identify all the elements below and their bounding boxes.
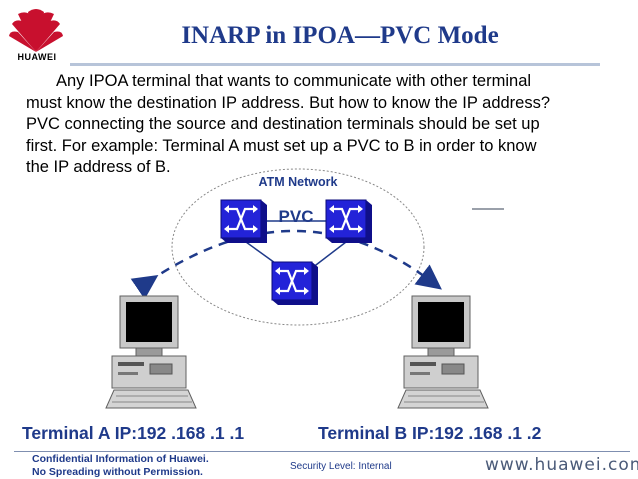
body-line-2: must know the destination IP address. Bu…: [26, 93, 551, 112]
footer-confidential-line-1: Confidential Information of Huawei.: [32, 453, 209, 465]
body-line-4: first. For example: Terminal A must set …: [26, 136, 537, 155]
slide-body: Any IPOA terminal that wants to communic…: [26, 71, 622, 179]
body-line-1: Any IPOA terminal that wants to communic…: [56, 72, 532, 90]
huawei-logo: [9, 9, 63, 52]
body-line-3: PVC connecting the source and destinatio…: [26, 115, 540, 133]
footer-security-level: Security Level: Internal: [290, 461, 392, 472]
terminal-a-computer: [105, 295, 197, 409]
atm-network-cloud: [171, 168, 425, 326]
footer-confidential-line-2: No Spreading without Permission.: [32, 466, 203, 478]
atm-switch-2: [324, 198, 374, 245]
body-line-5: the IP address of B.: [26, 158, 171, 176]
footer-divider: [14, 451, 630, 452]
terminal-b-label: Terminal B IP:192 .168 .1 .2: [318, 423, 542, 443]
atm-switch-1: [219, 198, 269, 245]
atm-network-label: ATM Network: [259, 175, 338, 189]
footer-confidential: Confidential Information of Huawei. No S…: [32, 453, 209, 479]
title-underline: [70, 63, 600, 66]
terminal-b-computer: [397, 295, 489, 409]
terminal-a-label: Terminal A IP:192 .168 .1 .1: [22, 423, 245, 443]
link-switch2-switch3: [311, 241, 347, 269]
logo-wordmark: HUAWEI: [17, 52, 57, 62]
pvc-dashed-arc: [130, 229, 442, 300]
footer-url: www.huawei.com: [485, 455, 638, 475]
pvc-label: PVC: [279, 207, 314, 226]
atm-switch-3: [270, 260, 320, 307]
slide-title: INARP in IPOA—PVC Mode: [181, 22, 499, 49]
